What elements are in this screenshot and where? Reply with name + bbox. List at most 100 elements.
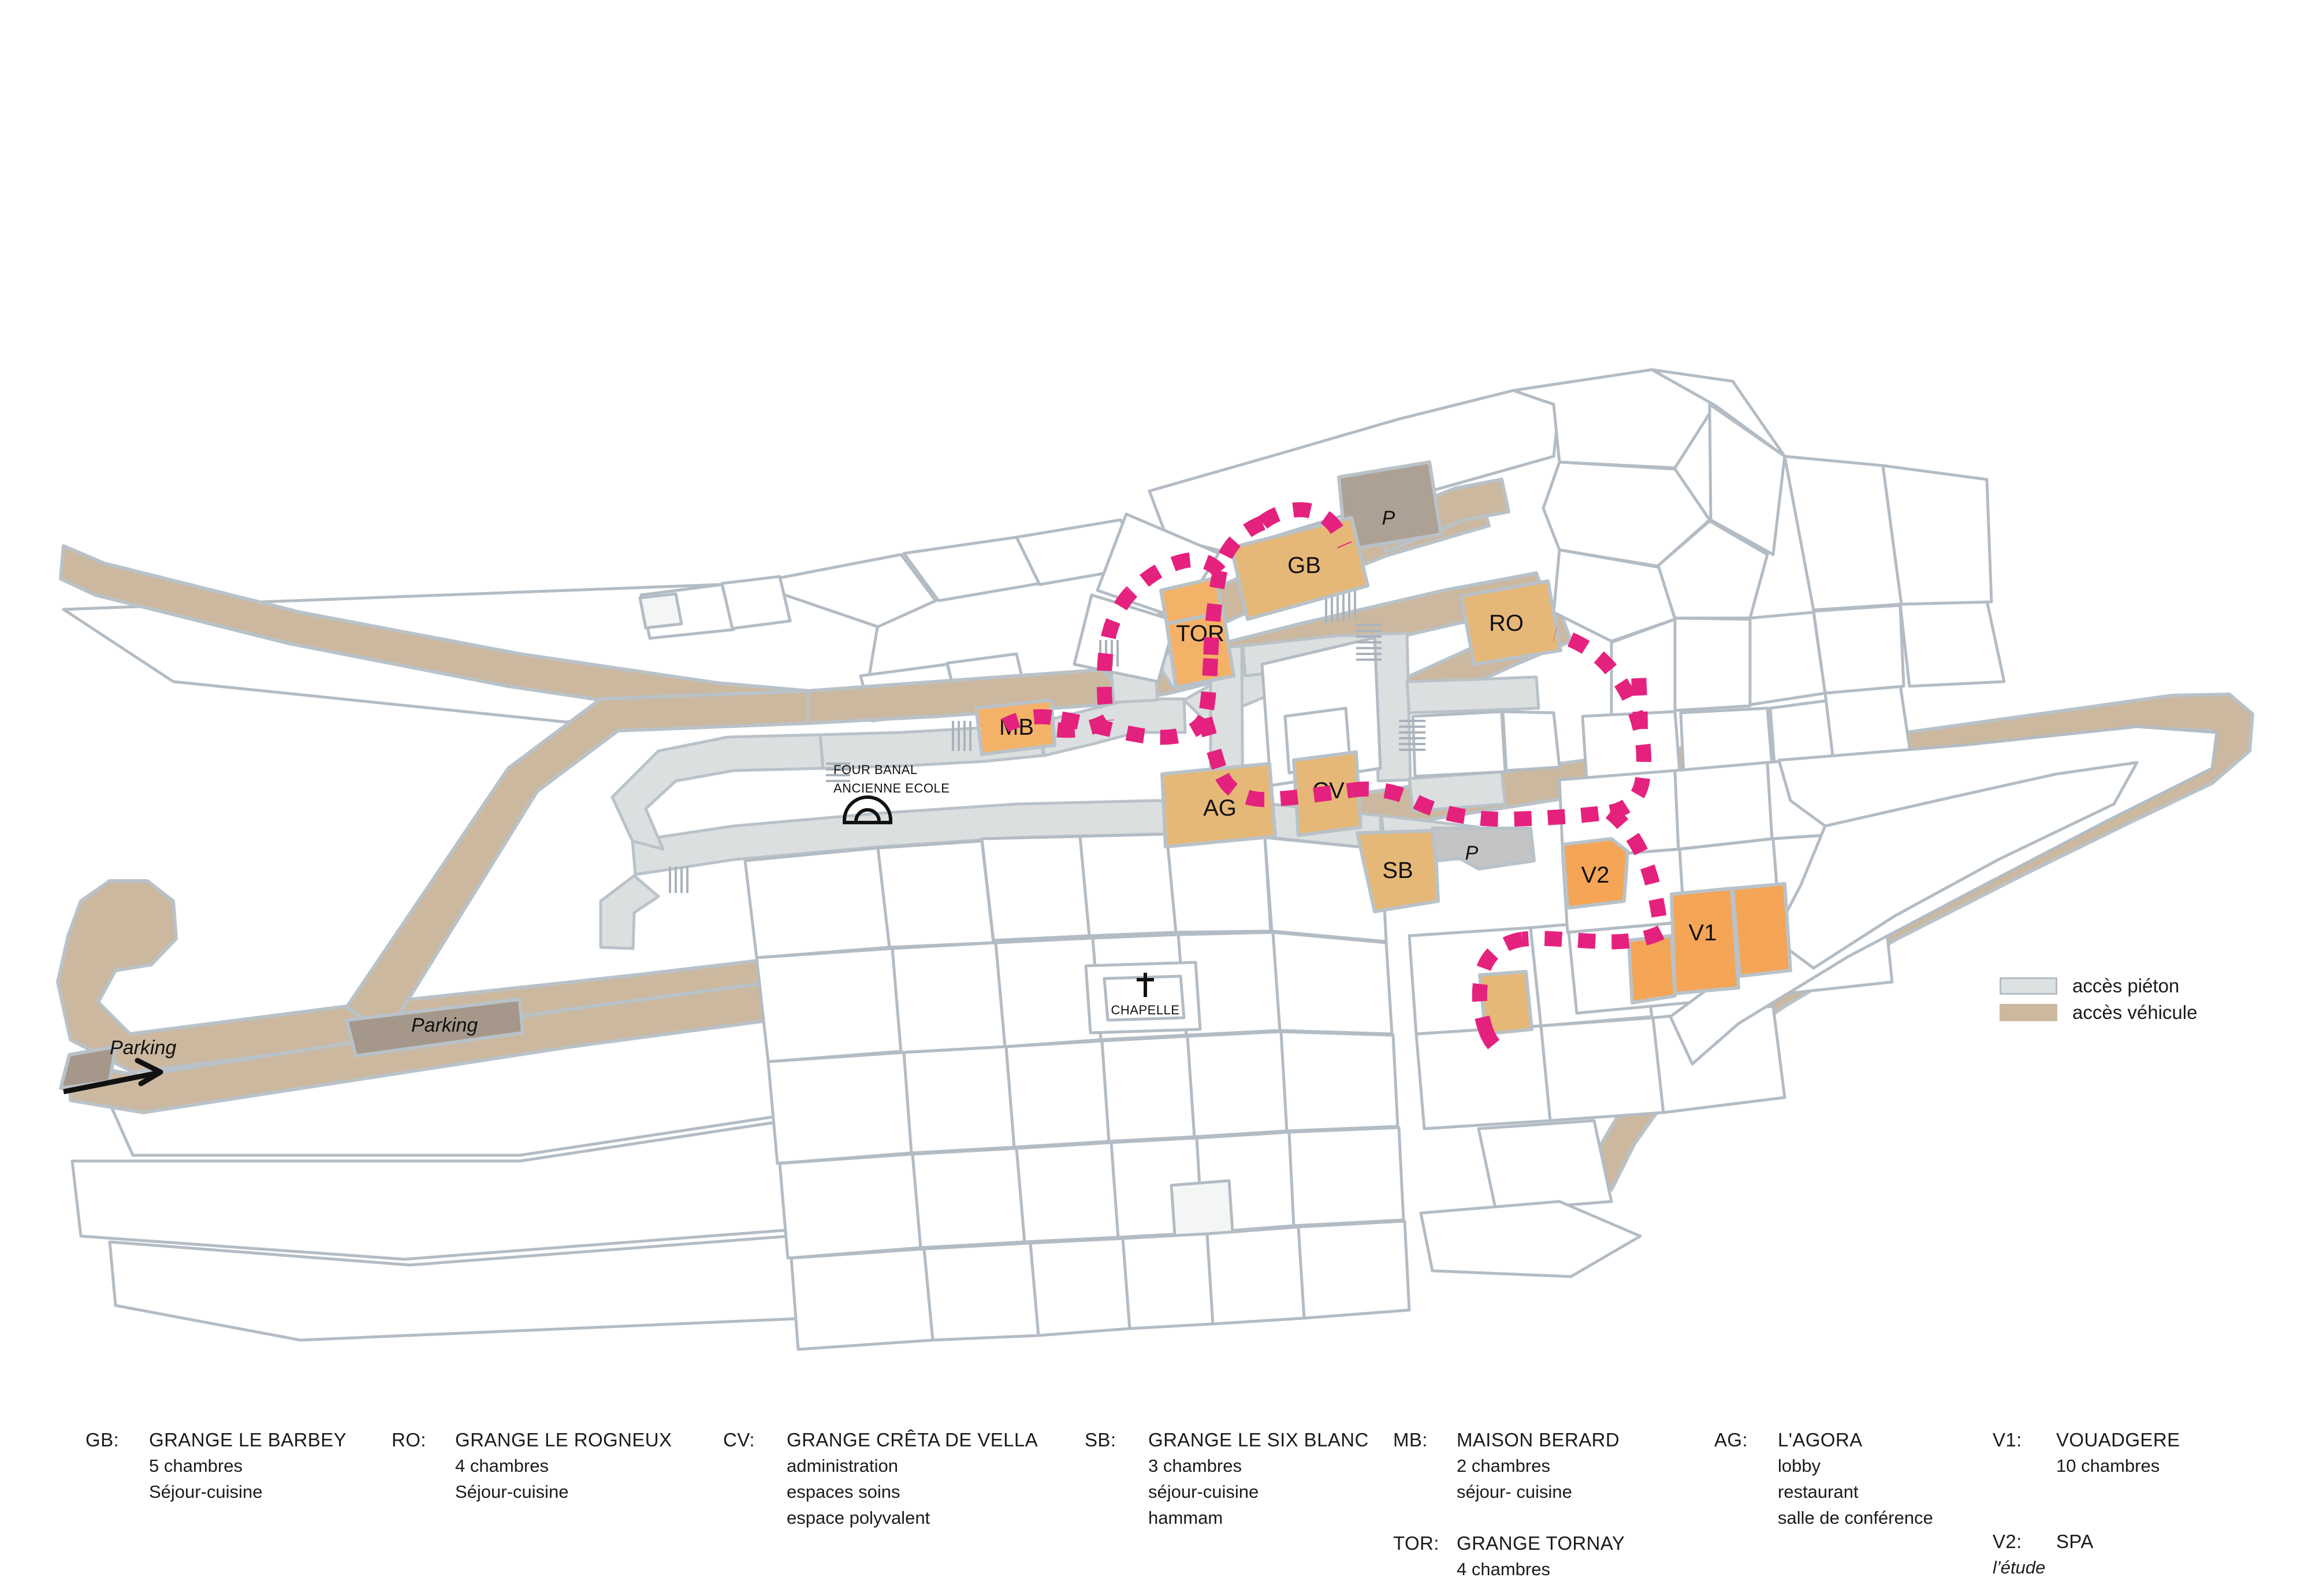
key-entry-name: GRANGE LE SIX BLANC	[1148, 1429, 1369, 1450]
key-entry-tor: TOR: GRANGE TORNAY 4 chambres	[1393, 1530, 1625, 1582]
building-v2[interactable]: V2	[1561, 837, 1629, 910]
building-label-sb: SB	[1382, 858, 1413, 883]
key-entry-name: L'AGORA	[1778, 1429, 1863, 1450]
key-entry-mb: MB: MAISON BERARD 2 chambres séjour- cuisin…	[1393, 1427, 1620, 1505]
parking-areas[interactable]: Parking Parking	[59, 998, 524, 1095]
key-entry-line: Séjour-cuisine	[455, 1482, 569, 1502]
key-entry-line: Séjour-cuisine	[149, 1482, 263, 1502]
key-entry-v2: V2: SPA	[1993, 1528, 2094, 1554]
key-entry-body: GRANGE LE SIX BLANC 3 chambres séjour-cuis…	[1148, 1427, 1369, 1531]
key-entry-line: 2 chambres	[1457, 1456, 1550, 1476]
key-entry-code: TOR:	[1393, 1532, 1439, 1554]
legend-swatch-vehicule	[2000, 1004, 2057, 1021]
key-entry-code: RO:	[392, 1429, 426, 1450]
key-entry-code: CV:	[723, 1429, 755, 1450]
key-entry-line: 4 chambres	[1457, 1559, 1550, 1579]
stair-details	[669, 583, 1425, 893]
key-entry-note: l’étude	[1993, 1557, 2046, 1578]
legend-label-vehicule: accès véhicule	[2072, 1002, 2198, 1023]
key-entry-body: GRANGE TORNAY 4 chambres	[1457, 1530, 1625, 1582]
parking-direction-arrow	[63, 1058, 163, 1095]
key-entry-line: séjour- cuisine	[1457, 1482, 1572, 1502]
key-entry-code: V1:	[1993, 1429, 2022, 1450]
key-entry-line: restaurant	[1778, 1482, 1859, 1502]
legend-row-pieton: accès piéton	[2000, 973, 2197, 999]
legend-swatch-pieton	[2000, 977, 2057, 995]
key-entry-code: V2:	[1993, 1531, 2022, 1552]
annotation-chapelle: CHAPELLE	[1111, 1003, 1180, 1017]
key-entry-name: GRANGE LE ROGNEUX	[455, 1429, 672, 1450]
key-entry-line: 3 chambres	[1148, 1456, 1242, 1476]
building-label-p-upper: P	[1382, 507, 1395, 529]
parking-block-p-lower[interactable]: P	[1431, 827, 1536, 870]
key-entry-sb: SB: GRANGE LE SIX BLANC 3 chambres séjour-c…	[1085, 1427, 1369, 1531]
parking-label-mid: Parking	[411, 1014, 478, 1036]
key-entry-line: 5 chambres	[149, 1456, 243, 1476]
route-pedestrian-highlight	[1001, 502, 1669, 1058]
key-entry-v1: V1: VOUADGERE 10 chambres	[1993, 1427, 2180, 1479]
building-label-gb: GB	[1287, 553, 1321, 578]
parcel-fabric-core	[743, 368, 2218, 1351]
key-column: SB: GRANGE LE SIX BLANC 3 chambres séjour-c…	[1085, 1427, 1369, 1531]
key-column: AG: L'AGORA lobby restaurant salle de confér…	[1714, 1427, 1933, 1531]
key-entry-line: lobby	[1778, 1456, 1821, 1476]
key-entry-code: GB:	[85, 1429, 120, 1450]
building-v1[interactable]: V1	[1627, 882, 1792, 1005]
key-entry-body: SPA	[2056, 1528, 2094, 1554]
building-label-v1: V1	[1689, 920, 1717, 946]
key-entry-line: séjour-cuisine	[1148, 1482, 1259, 1502]
legend-label-pieton: accès piéton	[2072, 975, 2180, 996]
key-entry-body: L'AGORA lobby restaurant salle de conférenc…	[1778, 1427, 1933, 1531]
key-entry-line: espaces soins	[787, 1482, 900, 1502]
cross-icon	[1137, 973, 1154, 997]
building-label-ag: AG	[1203, 795, 1237, 821]
key-entry-line: administration	[787, 1456, 898, 1476]
key-entry-name: GRANGE TORNAY	[1457, 1532, 1625, 1554]
building-lower-annex[interactable]	[1478, 970, 1533, 1036]
key-entry-line: 10 chambres	[2056, 1456, 2160, 1476]
key-entry-cv: CV: GRANGE CRÊTA DE VELLA administration es…	[723, 1427, 1038, 1531]
key-column: CV: GRANGE CRÊTA DE VELLA administration es…	[723, 1427, 1038, 1531]
building-ro[interactable]: RO	[1460, 579, 1562, 666]
key-entry-line: 4 chambres	[455, 1456, 549, 1476]
key-entry-name: VOUADGERE	[2056, 1429, 2180, 1450]
key-entry-code: MB:	[1393, 1429, 1428, 1450]
key-entry-body: VOUADGERE 10 chambres	[2056, 1427, 2180, 1479]
key-entry-name: SPA	[2056, 1531, 2094, 1552]
key-entry-code: AG:	[1714, 1429, 1748, 1450]
key-entry-name: MAISON BERARD	[1457, 1429, 1620, 1450]
building-gb[interactable]: GB	[1230, 516, 1369, 621]
key-entry-line: salle de conférence	[1778, 1508, 1933, 1528]
building-label-ro: RO	[1489, 611, 1524, 636]
oven-arch-icon	[843, 795, 892, 824]
parking-label-left: Parking	[110, 1037, 176, 1059]
key-entry-ag: AG: L'AGORA lobby restaurant salle de confér…	[1714, 1427, 1933, 1531]
building-sb[interactable]: SB	[1356, 829, 1440, 913]
annotation-four-banal-line1: FOUR BANAL	[833, 762, 918, 777]
highlighted-buildings[interactable]: P GB TOR RO MB AG C	[974, 460, 1792, 1036]
key-entry-name: GRANGE CRÊTA DE VELLA	[787, 1429, 1038, 1450]
building-label-p-lower: P	[1465, 842, 1479, 864]
parking-block-p-upper[interactable]: P	[1337, 460, 1443, 552]
key-entry-line: hammam	[1148, 1508, 1223, 1528]
key-column: MB: MAISON BERARD 2 chambres séjour- cuisin…	[1393, 1427, 1625, 1582]
map-access-legend: accès piéton accès véhicule	[2000, 973, 2197, 1026]
key-entry-name: GRANGE LE BARBEY	[149, 1429, 347, 1450]
building-ag[interactable]: AG	[1160, 762, 1277, 849]
annotation-four-banal-line2: ANCIENNE ECOLE	[833, 781, 950, 795]
key-entry-body: GRANGE CRÊTA DE VELLA administration espac…	[787, 1427, 1038, 1531]
building-label-v2: V2	[1581, 862, 1610, 888]
key-entry-body: MAISON BERARD 2 chambres séjour- cuisine	[1457, 1427, 1620, 1505]
key-entry-code: SB:	[1085, 1429, 1116, 1450]
map-annotations: FOUR BANAL ANCIENNE ECOLE CHAPELLE	[833, 762, 1179, 1017]
parking-area-mid[interactable]: Parking	[345, 998, 524, 1058]
